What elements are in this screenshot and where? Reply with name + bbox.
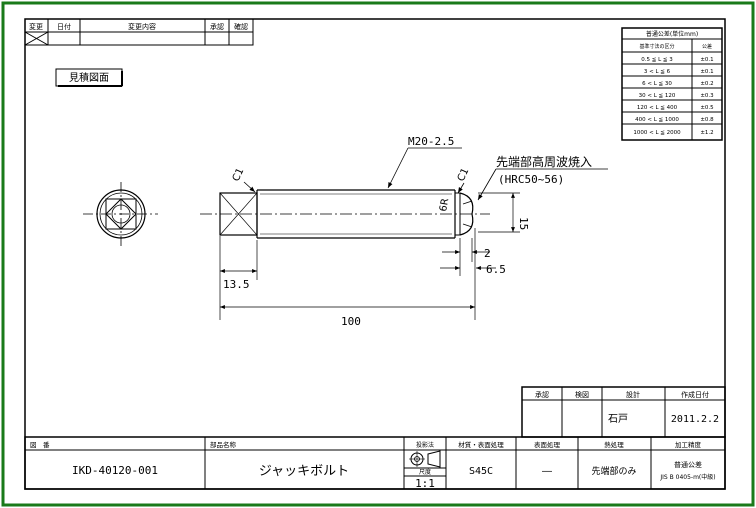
tolerance-title: 普通公差(単位mm) bbox=[646, 30, 698, 38]
dim-overall-length: 100 bbox=[341, 315, 361, 328]
tolerance-range: 3 < L ≦ 6 bbox=[644, 69, 671, 75]
drawing-number: IKD-40120-001 bbox=[72, 464, 158, 477]
title-block: 承認 検図 設計 作成日付 石戸 2011.2.2 図 番 部品名称 投影法 尺… bbox=[24, 386, 726, 490]
heat-treat-note: 先端部高周波焼入 bbox=[496, 154, 592, 169]
tolerance-value-1: 普通公差 bbox=[674, 460, 702, 469]
tolerance-range: 6 < L ≦ 30 bbox=[642, 81, 672, 87]
tolerance-value: ±1.2 bbox=[700, 130, 713, 136]
estimate-stamp: 見積図面 bbox=[55, 68, 123, 87]
approval-header: 作成日付 bbox=[681, 390, 709, 399]
tolerance-value: ±0.3 bbox=[700, 93, 714, 99]
rev-header-content: 変更内容 bbox=[128, 22, 156, 31]
tolerance-range: 400 < L ≦ 1000 bbox=[635, 117, 679, 123]
drawing-no-label: 図 番 bbox=[30, 441, 50, 449]
tolerance-col-value: 公差 bbox=[702, 43, 712, 50]
approval-header: 設計 bbox=[626, 390, 640, 399]
projection-label: 投影法 bbox=[416, 441, 434, 449]
third-angle-projection-icon bbox=[409, 450, 441, 468]
thread-spec: M20-2.5 bbox=[408, 135, 454, 148]
dim-tip-diameter: 15 bbox=[517, 217, 530, 230]
approval-header: 承認 bbox=[535, 390, 549, 399]
annotations: M20-2.5 先端部高周波焼入 (HRC50~56) C1 C1 6R bbox=[231, 135, 608, 213]
material-label: 材質・表面処理 bbox=[458, 440, 504, 449]
tolerance-value: ±0.2 bbox=[700, 81, 713, 87]
stamp-text: 見積図面 bbox=[69, 71, 109, 84]
dimensions: 13.5 100 15 2 6.5 bbox=[219, 192, 530, 328]
chamfer-right: C1 bbox=[456, 167, 472, 184]
radius-note: 6R bbox=[438, 197, 451, 212]
scale-value: 1:1 bbox=[415, 477, 435, 490]
tolerance-value: ±0.1 bbox=[700, 57, 713, 63]
part-name: ジャッキボルト bbox=[259, 464, 349, 479]
rev-header-check: 確認 bbox=[234, 22, 248, 31]
finish-value: ― bbox=[542, 466, 552, 477]
dim-head-length: 13.5 bbox=[223, 278, 250, 291]
heat-value: 先端部のみ bbox=[591, 465, 636, 477]
finish-label: 表面処理 bbox=[534, 440, 561, 449]
drawing-date: 2011.2.2 bbox=[671, 414, 719, 425]
tolerance-value-2: JIS B 0405-m(中級) bbox=[659, 473, 715, 481]
tolerance-value: ±0.8 bbox=[700, 117, 714, 123]
chamfer-left: C1 bbox=[231, 167, 247, 184]
tolerance-col-range: 基準寸法の区分 bbox=[639, 43, 674, 50]
tolerance-range: 0.5 ≦ L ≦ 3 bbox=[641, 57, 673, 63]
hardness-note: (HRC50~56) bbox=[498, 173, 564, 186]
scale-label: 尺度 bbox=[419, 468, 431, 476]
rev-header-date: 日付 bbox=[57, 22, 71, 31]
part-name-label: 部品名称 bbox=[210, 440, 237, 449]
bolt-side-view bbox=[200, 189, 490, 239]
tolerance-table: 普通公差(単位mm) 基準寸法の区分 公差 0.5 ≦ L ≦ 3 ±0.1 3… bbox=[621, 27, 723, 141]
end-view bbox=[83, 182, 158, 246]
tolerance-value: ±0.5 bbox=[700, 105, 714, 111]
rev-header-change: 変更 bbox=[29, 22, 43, 31]
dim-tip-2: 2 bbox=[484, 247, 491, 260]
material-value: S45C bbox=[469, 466, 493, 477]
approval-header: 検図 bbox=[575, 390, 589, 399]
tolerance-value: ±0.1 bbox=[700, 69, 713, 75]
tolerance-range: 30 < L ≦ 120 bbox=[639, 93, 676, 99]
dim-tip-6-5: 6.5 bbox=[486, 263, 506, 276]
tolerance-range: 1000 < L ≦ 2000 bbox=[633, 130, 681, 136]
revision-block: 変更 日付 変更内容 承認 確認 bbox=[24, 18, 254, 46]
heat-label: 熱処理 bbox=[604, 440, 624, 449]
rev-header-approve: 承認 bbox=[210, 22, 224, 31]
tolerance-range: 120 < L ≦ 400 bbox=[637, 105, 678, 111]
tolerance-label: 加工精度 bbox=[675, 440, 702, 449]
designer-name: 石戸 bbox=[608, 413, 628, 425]
